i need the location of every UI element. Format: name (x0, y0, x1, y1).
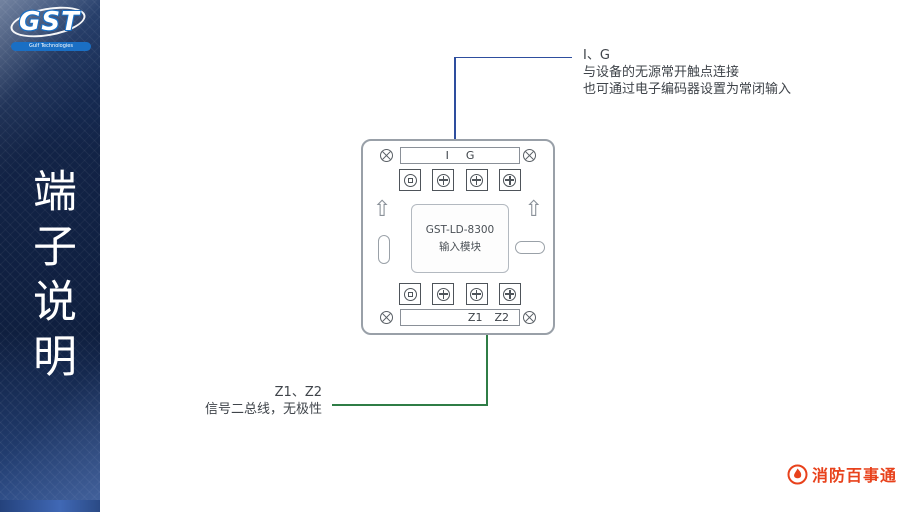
corner-screw-icon (380, 311, 393, 324)
bottom-terminal-row (399, 283, 521, 305)
logo-text: GST (19, 7, 80, 37)
terminal-label-z1: Z1 (467, 311, 483, 324)
annotation-ig-line2: 与设备的无源常开触点连接 (583, 65, 740, 80)
terminal-screw (432, 283, 455, 305)
annotation-ig-title: I、G (583, 48, 610, 63)
corner-screw-icon (380, 149, 393, 162)
annotation-z: Z1、Z2 信号二总线，无极性 (150, 384, 322, 418)
terminal-label-i: I (445, 149, 449, 162)
side-slot-right (515, 241, 545, 254)
annotation-z-line2: 信号二总线，无极性 (204, 402, 322, 417)
top-terminal-strip: I G (400, 147, 520, 164)
fire-brand-icon (787, 464, 808, 484)
side-slot-left (378, 235, 390, 264)
module-name: 输入模块 (439, 240, 481, 253)
footer-brand-text: 消防百事通 (812, 466, 898, 485)
sidebar-bottom-strip (0, 500, 100, 512)
gst-logo: GST Gulf Technologies (5, 1, 95, 53)
annotation-ig-line3: 也可通过电子编码器设置为常闭输入 (583, 82, 792, 97)
terminal-screw (399, 283, 421, 305)
annotation-ig: I、G 与设备的无源常开触点连接 也可通过电子编码器设置为常闭输入 (583, 47, 791, 98)
logo-tagline: Gulf Technologies (11, 42, 91, 51)
top-terminal-row (399, 169, 521, 191)
corner-screw-icon (523, 311, 536, 324)
terminal-screw (498, 283, 521, 305)
terminal-screw (465, 283, 488, 305)
terminal-screw (432, 169, 455, 191)
terminal-screw (465, 169, 488, 191)
bottom-terminal-strip: Z1 Z2 (400, 309, 520, 326)
wire-ig-horizontal (454, 56, 572, 59)
page-title: 端子说明 (25, 168, 76, 388)
module-nameplate: GST-LD-8300 输入模块 (411, 204, 509, 273)
terminal-screw (498, 169, 521, 191)
wire-z-horizontal (332, 404, 488, 406)
up-arrow-icon: ⇧ (524, 197, 543, 222)
terminal-screw (399, 169, 421, 191)
wire-z-vertical (486, 334, 488, 405)
annotation-z-title: Z1、Z2 (274, 385, 322, 400)
terminal-label-g: G (465, 149, 475, 162)
wire-ig-vertical (454, 57, 456, 140)
terminal-label-z2: Z2 (494, 311, 509, 324)
up-arrow-icon: ⇧ (373, 197, 392, 222)
corner-screw-icon (523, 149, 536, 162)
input-module-diagram: I G ⇧ ⇧ GST-LD-8300 输入模块 Z1 Z2 (361, 139, 555, 335)
sidebar: GST Gulf Technologies 端子说明 (0, 0, 100, 512)
footer-brand: 消防百事通 (787, 462, 897, 486)
module-model: GST-LD-8300 (425, 223, 495, 236)
